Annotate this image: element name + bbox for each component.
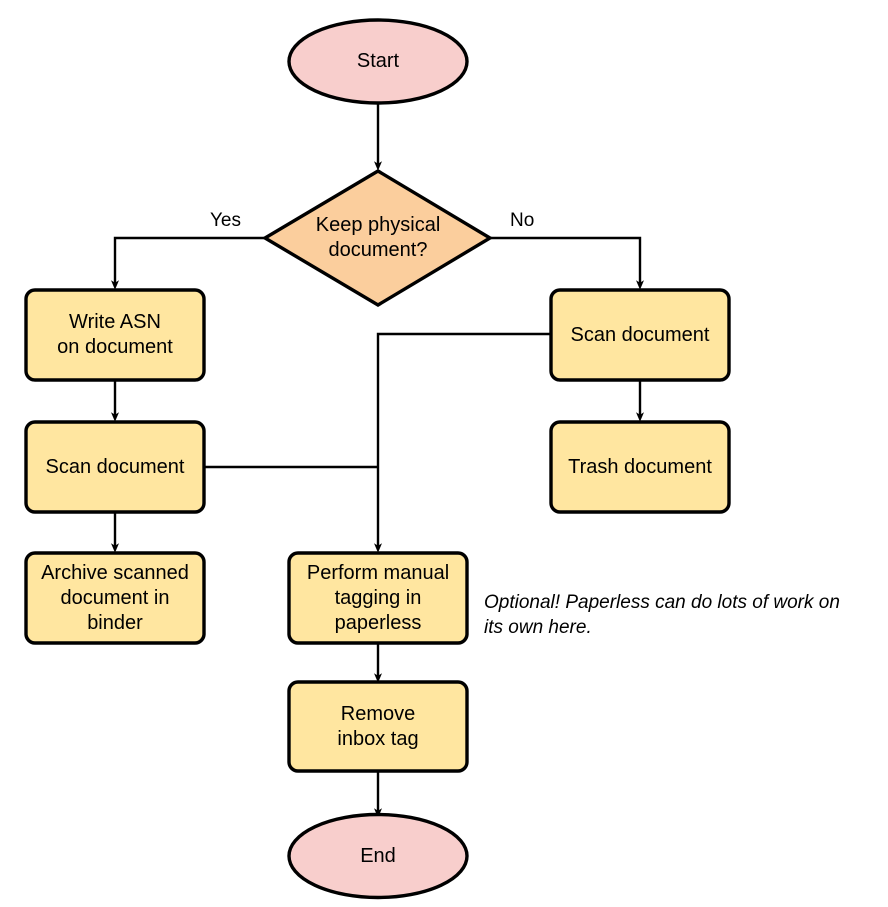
edge-label-no: No — [510, 210, 535, 231]
node-scan-right-shape[interactable] — [549, 288, 731, 382]
edge-decision-yes-to-write-asn — [111, 236, 265, 290]
node-trash-shape[interactable] — [549, 420, 731, 514]
node-archive-shape[interactable] — [24, 551, 206, 645]
node-write-asn-shape[interactable] — [24, 288, 206, 382]
node-remove-inbox-shape[interactable] — [287, 680, 469, 773]
edge-decision-no-to-scan-right — [490, 236, 644, 290]
node-end-shape[interactable] — [287, 812, 469, 900]
note-optional-paperless: Optional! Paperless can do lots of work … — [484, 592, 840, 638]
node-scan-left-shape[interactable] — [24, 420, 206, 514]
node-decision-shape[interactable] — [261, 169, 494, 307]
node-tagging-shape[interactable] — [287, 551, 469, 645]
node-start-shape[interactable] — [287, 18, 469, 105]
edge-scan-right-to-tagging — [374, 332, 552, 553]
shape-layer — [24, 18, 731, 900]
edge-label-yes: Yes — [210, 210, 241, 231]
connector-layer — [111, 103, 644, 818]
